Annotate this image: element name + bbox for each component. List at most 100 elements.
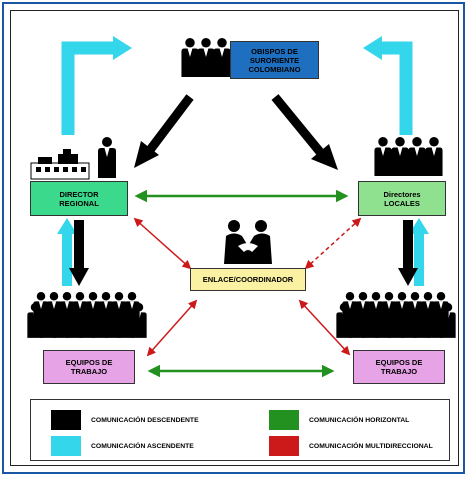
person-shirt bbox=[116, 301, 122, 309]
person-head bbox=[127, 292, 137, 301]
legend-item-multidireccional: COMUNICACIÓN MULTIDIRECCIONAL bbox=[269, 436, 433, 456]
building-icon bbox=[30, 149, 90, 180]
legend-label-horizontal: COMUNICACIÓN HORIZONTAL bbox=[309, 416, 410, 424]
person-shirt bbox=[425, 301, 431, 309]
person-head bbox=[75, 292, 85, 301]
person-shirt bbox=[77, 301, 83, 309]
legend-label-multidireccional: COMUNICACIÓN MULTIDIRECCIONAL bbox=[309, 442, 433, 450]
cyan-arrow-left-up bbox=[57, 218, 77, 286]
person-head bbox=[378, 137, 388, 147]
person-body bbox=[368, 301, 384, 327]
black-arrow-to-director-regional bbox=[134, 94, 194, 168]
person-body bbox=[197, 48, 215, 77]
person-head bbox=[345, 292, 355, 301]
person-shirt bbox=[360, 301, 366, 309]
person-body bbox=[381, 301, 397, 327]
person-head bbox=[371, 292, 381, 301]
legend-label-descendente: COMUNICACIÓN DESCENDENTE bbox=[91, 416, 199, 424]
person-body bbox=[98, 301, 114, 327]
outer-frame bbox=[2, 2, 465, 474]
person-body bbox=[59, 301, 75, 327]
person-shirt bbox=[386, 301, 392, 309]
cyan-arrow-top-right bbox=[363, 36, 413, 135]
person-head bbox=[412, 137, 422, 147]
person-body bbox=[394, 301, 410, 327]
person-body bbox=[355, 301, 371, 327]
person-body bbox=[72, 301, 88, 327]
person-head bbox=[384, 292, 394, 301]
person-head bbox=[62, 292, 72, 301]
node-enlace-coordinador: ENLACE/COORDINADOR bbox=[190, 268, 306, 291]
person-shirt bbox=[104, 148, 110, 157]
cyan-arrow-top-left bbox=[61, 36, 132, 135]
legend-item-ascendente: COMUNICACIÓN ASCENDENTE bbox=[51, 436, 194, 456]
person-body bbox=[407, 301, 423, 327]
person-shirt bbox=[187, 48, 193, 57]
person-head bbox=[436, 292, 446, 301]
legend-item-horizontal: COMUNICACIÓN HORIZONTAL bbox=[269, 410, 409, 430]
person-head bbox=[114, 292, 124, 301]
person-head bbox=[410, 292, 420, 301]
red-arrow-enlace-equipos-right bbox=[298, 299, 351, 356]
legend-swatch-multidireccional bbox=[269, 436, 299, 456]
person-body bbox=[374, 147, 392, 176]
person-body bbox=[85, 301, 101, 327]
legend-swatch-horizontal bbox=[269, 410, 299, 430]
red-arrow-enlace-equipos-left bbox=[146, 299, 198, 357]
person-body bbox=[342, 301, 358, 327]
person-head bbox=[49, 292, 59, 301]
person-shirt bbox=[431, 147, 437, 156]
person-icon bbox=[98, 137, 116, 178]
person-shirt bbox=[203, 48, 209, 57]
black-arrow-to-directores-locales bbox=[271, 94, 338, 170]
person-head bbox=[101, 292, 111, 301]
node-obispos: OBISPOS DE SURORIENTE COLOMBIANO bbox=[230, 41, 319, 79]
person-shirt bbox=[399, 301, 405, 309]
person-shirt bbox=[373, 301, 379, 309]
person-shirt bbox=[438, 301, 444, 309]
legend: COMUNICACIÓN DESCENDENTE COMUNICACIÓN AS… bbox=[30, 399, 450, 461]
node-directores-locales: Directores LOCALES bbox=[358, 181, 446, 216]
person-body bbox=[181, 48, 199, 77]
person-shirt bbox=[129, 301, 135, 309]
legend-item-descendente: COMUNICACIÓN DESCENDENTE bbox=[51, 410, 199, 430]
person-body bbox=[124, 301, 140, 327]
inner-frame bbox=[10, 10, 459, 466]
person-shirt bbox=[90, 301, 96, 309]
person-body bbox=[433, 301, 449, 327]
person-head bbox=[88, 292, 98, 301]
person-body bbox=[408, 147, 426, 176]
person-body bbox=[391, 147, 409, 176]
person-body bbox=[111, 301, 127, 327]
person-head bbox=[395, 137, 405, 147]
crowd-icon bbox=[27, 292, 147, 338]
person-shirt bbox=[51, 301, 57, 309]
person-shirt bbox=[347, 301, 353, 309]
person-shirt bbox=[414, 147, 420, 156]
legend-swatch-ascendente bbox=[51, 436, 81, 456]
red-arrow-locales-enlace bbox=[304, 217, 362, 270]
person-shirt bbox=[219, 48, 225, 57]
person-shirt bbox=[38, 301, 44, 309]
cyan-arrow-right-up bbox=[409, 218, 429, 286]
person-shirt bbox=[397, 147, 403, 156]
node-director-regional: DIRECTOR REGIONAL bbox=[30, 181, 128, 216]
red-arrow-director-enlace bbox=[133, 217, 192, 270]
person-shirt bbox=[64, 301, 70, 309]
person-head bbox=[185, 38, 195, 48]
person-body bbox=[98, 148, 116, 178]
person-body bbox=[420, 301, 436, 327]
person-head bbox=[201, 38, 211, 48]
node-equipos-left: EQUIPOS DE TRABAJO bbox=[43, 350, 135, 384]
person-head bbox=[102, 137, 112, 147]
black-arrow-left-down bbox=[69, 220, 89, 286]
person-body bbox=[425, 147, 443, 176]
black-arrow-right-down bbox=[398, 220, 418, 286]
crowd-icon bbox=[336, 292, 456, 338]
node-equipos-right: EQUIPOS DE TRABAJO bbox=[353, 350, 445, 384]
person-head bbox=[358, 292, 368, 301]
person-head bbox=[423, 292, 433, 301]
person-head bbox=[217, 38, 227, 48]
person-body bbox=[46, 301, 62, 327]
